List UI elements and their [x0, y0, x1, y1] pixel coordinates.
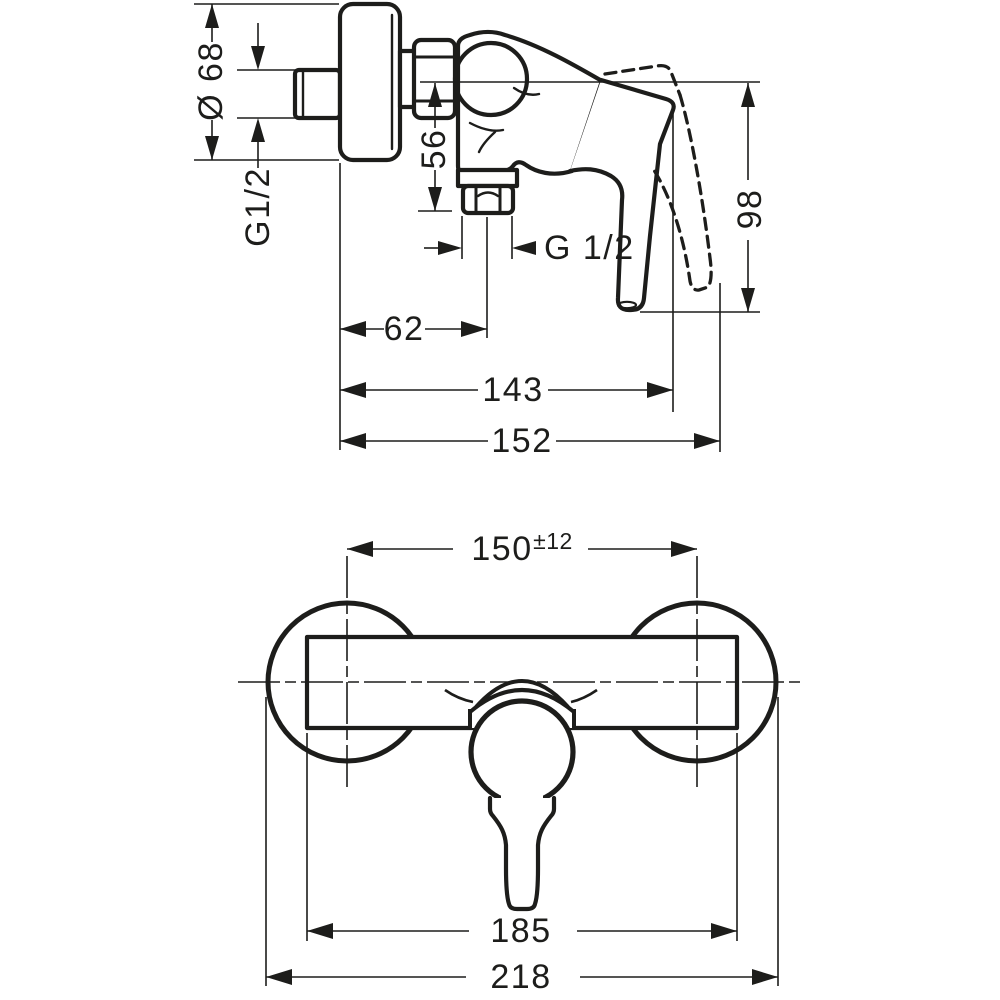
- dim-label-connection-spacing: 150: [471, 530, 532, 568]
- dim-overall-width: 218: [266, 958, 778, 996]
- wall-union-nipple: [292, 67, 343, 121]
- cap-accent-left: [444, 688, 474, 704]
- body-accent-line: [512, 86, 541, 96]
- dim-escutcheon-diameter: Ø 68: [192, 4, 230, 160]
- arrow-right-icon: [711, 923, 737, 939]
- dim-handle-height: 98: [640, 83, 769, 313]
- arrow-right-icon: [694, 433, 720, 449]
- dim-depth-handle-closed: 143: [340, 371, 673, 409]
- arrow-right-icon: [752, 969, 778, 985]
- arrow-up-icon: [205, 4, 219, 28]
- dim-label-body-width: 185: [490, 912, 551, 950]
- arrow-down-icon: [251, 46, 265, 70]
- dim-label-handle-height: 98: [731, 189, 769, 230]
- cartridge-dome: [452, 40, 530, 118]
- arrow-right-icon: [461, 321, 487, 337]
- arrow-down-icon: [205, 136, 219, 160]
- front-view: 150 ±12 185 218: [238, 528, 804, 996]
- handle-lever-front: [487, 795, 557, 912]
- body-accent-line: [477, 130, 497, 154]
- arrow-right-icon: [647, 382, 673, 398]
- arrow-up-icon: [428, 83, 442, 107]
- dim-label-depth-handle-open: 152: [491, 422, 552, 460]
- dim-label-outlet-drop: 56: [415, 129, 453, 170]
- handle-lever-open-dashed: [603, 63, 713, 292]
- escutcheon-side: [337, 1, 403, 163]
- arrow-right-icon: [438, 241, 462, 255]
- arrow-up-icon: [251, 118, 265, 142]
- handle-boss: [468, 698, 576, 806]
- arrow-left-icon: [347, 541, 373, 557]
- dim-label-outlet-thread: G 1/2: [544, 229, 635, 267]
- dim-label-escutcheon-diameter: Ø 68: [192, 41, 230, 121]
- dim-outlet-offset: 62: [340, 310, 487, 348]
- body-accent-line: [468, 121, 505, 132]
- shower-outlet: [455, 167, 520, 216]
- arrow-left-icon: [512, 241, 536, 255]
- arrow-left-icon: [340, 382, 366, 398]
- dim-label-supply-thread: G1/2: [239, 167, 277, 247]
- dim-outlet-thread: G 1/2: [424, 216, 635, 267]
- arrow-left-icon: [340, 321, 366, 337]
- arrow-left-icon: [307, 923, 333, 939]
- side-view: Ø 68 G1/2: [192, 1, 769, 460]
- dim-depth-handle-open: 152: [340, 422, 720, 460]
- handle-tip-endcap: [616, 300, 638, 310]
- dim-supply-thread: G1/2: [237, 23, 296, 247]
- dim-label-depth-handle-closed: 143: [482, 371, 543, 409]
- arrow-down-icon: [741, 288, 755, 312]
- outlet-nut: [460, 183, 516, 216]
- dim-label-connection-tolerance: ±12: [533, 528, 573, 554]
- arrow-right-icon: [671, 541, 697, 557]
- dim-label-overall-width: 218: [490, 958, 551, 996]
- arrow-left-icon: [340, 433, 366, 449]
- dim-label-outlet-offset: 62: [384, 310, 425, 348]
- arrow-up-icon: [741, 83, 755, 107]
- dim-outlet-drop: 56: [415, 83, 453, 212]
- cap-accent-right: [570, 688, 598, 704]
- dim-connection-spacing: 150 ±12: [347, 528, 697, 568]
- dim-body-width: 185: [307, 912, 737, 950]
- arrow-left-icon: [266, 969, 292, 985]
- arrow-down-icon: [428, 187, 442, 211]
